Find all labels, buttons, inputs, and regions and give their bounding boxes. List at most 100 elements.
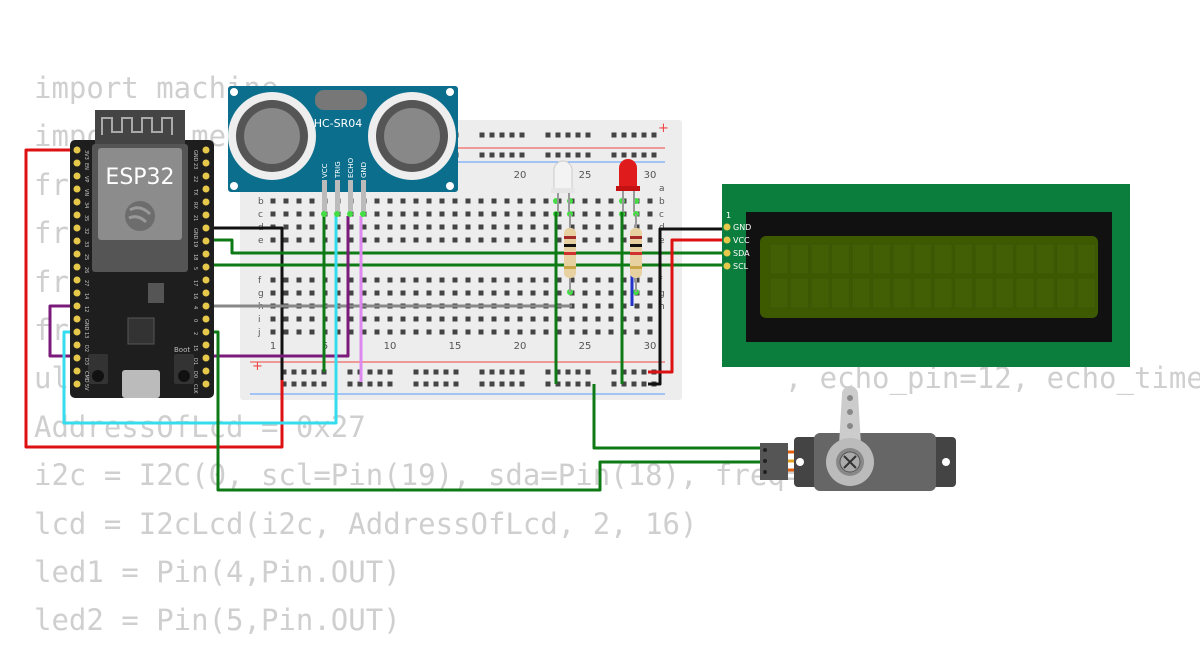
breadboard-row-letter: b [659, 197, 665, 207]
wire-green-servo-2 [592, 384, 760, 450]
breadboard-column-number: 15 [449, 341, 462, 352]
led-white [551, 160, 575, 212]
lcd-pin[interactable] [723, 262, 731, 270]
esp32-pin-label: 19 [192, 241, 198, 247]
esp32-pin[interactable] [202, 198, 210, 206]
breadboard-column-number: 1 [270, 341, 276, 352]
sensor-pin-label: VCC [321, 163, 329, 178]
esp32-pin[interactable] [202, 328, 210, 336]
breadboard-row-letter: a [659, 184, 665, 194]
esp32-pin-label: EN [83, 163, 89, 170]
esp32-pin[interactable] [202, 263, 210, 271]
lcd-pin[interactable] [723, 249, 731, 257]
esp32-pin[interactable] [73, 172, 81, 180]
breadboard-plus-top: + [658, 121, 669, 136]
esp32-pin[interactable] [202, 146, 210, 154]
esp32-pin[interactable] [202, 159, 210, 167]
esp32-pin-label: 14 [83, 293, 89, 299]
esp32-pin[interactable] [73, 198, 81, 206]
resistor-1 [564, 214, 576, 292]
esp32-pin[interactable] [73, 354, 81, 362]
esp32-pin[interactable] [73, 159, 81, 167]
esp32-pin-label: CLK [192, 384, 198, 394]
esp32-pin-label: 4 [192, 306, 198, 309]
esp32-pin[interactable] [73, 224, 81, 232]
esp32-pin[interactable] [73, 276, 81, 284]
breadboard-row-letter: i [258, 315, 261, 325]
code-line: lcd = I2cLcd(i2c, AddressOfLcd, 2, 16) [34, 506, 698, 541]
breadboard-column-number: 20 [514, 341, 527, 352]
esp32-pin[interactable] [202, 380, 210, 388]
led-red [616, 159, 640, 212]
esp32-pin[interactable] [73, 211, 81, 219]
esp32-pin-label: D2 [83, 345, 89, 352]
esp32-pin-label: 27 [83, 280, 89, 286]
esp32-pin[interactable] [202, 211, 210, 219]
esp32-board[interactable]: ESP32 Boot 3V3ENVPVN343532332526271412GN… [70, 110, 214, 398]
esp32-pin[interactable] [73, 237, 81, 245]
esp32-pin-label: GND [192, 150, 198, 162]
esp32-pin[interactable] [73, 302, 81, 310]
esp32-pin-label: 34 [83, 202, 89, 208]
esp32-pin-label: RX [192, 202, 198, 209]
esp32-pin-label: GND [83, 319, 89, 331]
sensor-pin [335, 180, 340, 212]
breadboard-row-letter: g [258, 289, 264, 299]
esp32-pin-label: 35 [83, 215, 89, 221]
esp32-pin[interactable] [202, 367, 210, 375]
esp32-pin-label: TX [192, 188, 198, 196]
lcd-pin-label: GND [733, 223, 751, 232]
esp32-pin[interactable] [73, 250, 81, 258]
esp32-pin-label: 5V [83, 384, 89, 391]
lcd-pin[interactable] [723, 223, 731, 231]
esp32-pin-label: D1 [192, 358, 198, 365]
code-line: led1 = Pin(4,Pin.OUT) [34, 554, 401, 589]
esp32-pin[interactable] [202, 185, 210, 193]
esp32-pin-label: 5 [192, 267, 198, 270]
esp32-pin-label: 13 [83, 332, 89, 338]
wire-green-servo [206, 330, 760, 492]
sensor-pin-label: ECHO [347, 157, 355, 178]
esp32-pin[interactable] [202, 276, 210, 284]
boot-label: Boot [174, 346, 190, 354]
esp32-pin[interactable] [202, 237, 210, 245]
esp32-pin[interactable] [202, 354, 210, 362]
breadboard-row-letter: g [659, 289, 665, 299]
esp32-pin[interactable] [73, 328, 81, 336]
servo-screw-icon [843, 455, 857, 469]
esp32-pin[interactable] [73, 367, 81, 375]
esp32-pin[interactable] [202, 289, 210, 297]
esp32-pin[interactable] [202, 315, 210, 323]
esp32-pin[interactable] [73, 289, 81, 297]
breadboard-row-letter: h [659, 302, 665, 312]
esp32-pin[interactable] [73, 185, 81, 193]
code-line: AddressOfLcd = 0x27 [34, 409, 366, 444]
esp32-pin[interactable] [73, 315, 81, 323]
esp32-pin-label: VN [83, 189, 89, 196]
lcd-pin[interactable] [723, 236, 731, 244]
esp32-pin-label: 18 [192, 254, 198, 260]
breadboard-row-letter: j [257, 328, 261, 338]
lcd-pin-label: SCL [733, 262, 749, 271]
esp32-pin[interactable] [202, 250, 210, 258]
wire-red-3v3 [24, 148, 284, 449]
sensor-pin [361, 180, 366, 212]
esp32-pin[interactable] [202, 341, 210, 349]
sensor-transducer-right [368, 92, 456, 180]
esp32-pin-label: 25 [83, 254, 89, 260]
esp32-pin[interactable] [73, 341, 81, 349]
esp32-pin[interactable] [73, 380, 81, 388]
sensor-label: HC-SR04 [314, 117, 363, 130]
espressif-logo-icon [128, 206, 152, 224]
breadboard-row-letter: f [258, 276, 262, 286]
esp32-pin[interactable] [73, 263, 81, 271]
esp32-pin[interactable] [202, 224, 210, 232]
servo-motor [760, 386, 956, 491]
esp32-pin-label: GND [192, 228, 198, 240]
sensor-transducer-left [228, 92, 316, 180]
esp32-pin[interactable] [202, 172, 210, 180]
esp32-pin-label: 23 [192, 163, 198, 169]
breadboard-row-letter: b [258, 197, 264, 207]
esp32-pin[interactable] [202, 302, 210, 310]
esp32-pin[interactable] [73, 146, 81, 154]
